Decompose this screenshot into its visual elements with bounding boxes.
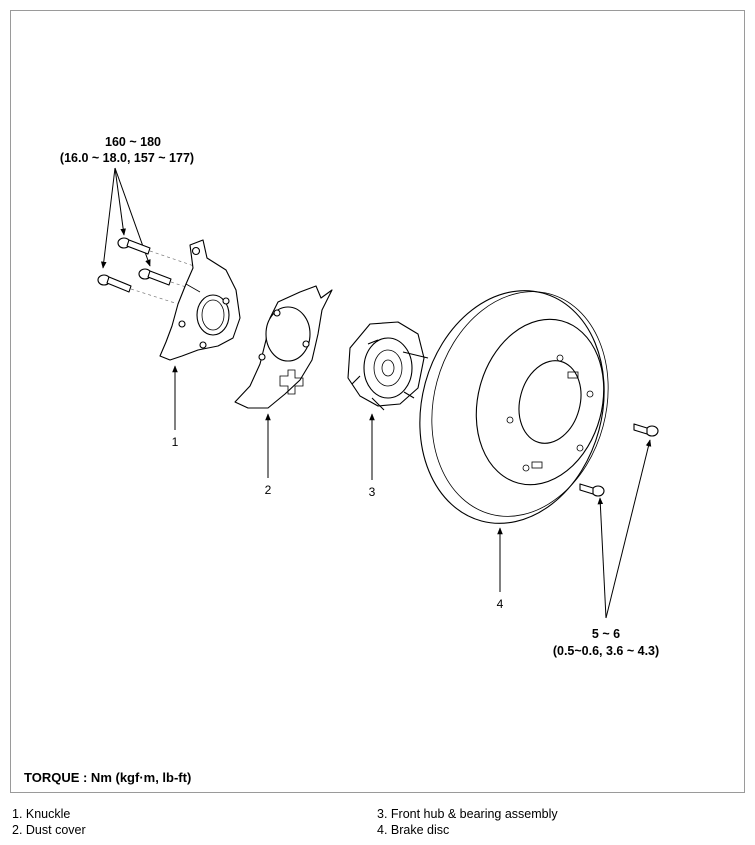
legend-item-brake-disc: 4. Brake disc: [377, 823, 450, 837]
callout-1: 1: [172, 435, 179, 449]
callout-leaders: [172, 365, 652, 619]
diagram-frame: [10, 10, 745, 793]
brake-disc: [419, 290, 609, 524]
exploded-view-diagram: 160 ~ 180 (16.0 ~ 18.0, 157 ~ 177): [60, 135, 659, 658]
torque-unit-title: TORQUE : Nm (kgf·m, lb-ft): [24, 770, 192, 785]
callout-2: 2: [265, 483, 272, 497]
callout-3: 3: [369, 485, 376, 499]
knuckle: [159, 239, 241, 361]
legend-item-dust-cover: 2. Dust cover: [12, 823, 86, 837]
disc-screw-upper: [633, 423, 659, 437]
front-hub-bearing: [347, 321, 429, 411]
knuckle-bolt-lower: [97, 274, 132, 293]
torque-top-line2: (16.0 ~ 18.0, 157 ~ 177): [60, 151, 194, 165]
disc-screw-lower: [579, 483, 605, 497]
legend-item-knuckle: 1. Knuckle: [12, 807, 71, 821]
legend-item-front-hub: 3. Front hub & bearing assembly: [377, 807, 558, 821]
legend-right: 3. Front hub & bearing assembly 4. Brake…: [377, 806, 558, 838]
knuckle-bolt-upper: [117, 237, 151, 255]
torque-top-leaders: [100, 167, 151, 269]
legend-left: 1. Knuckle 2. Dust cover: [12, 806, 86, 838]
bolt-alignment-lines: [130, 250, 201, 304]
dust-cover: [234, 285, 333, 409]
torque-right-line1: 5 ~ 6: [592, 627, 620, 641]
torque-top-line1: 160 ~ 180: [105, 135, 161, 149]
torque-right-line2: (0.5~0.6, 3.6 ~ 4.3): [553, 644, 659, 658]
knuckle-bolt-middle: [138, 268, 172, 286]
callout-4: 4: [497, 597, 504, 611]
